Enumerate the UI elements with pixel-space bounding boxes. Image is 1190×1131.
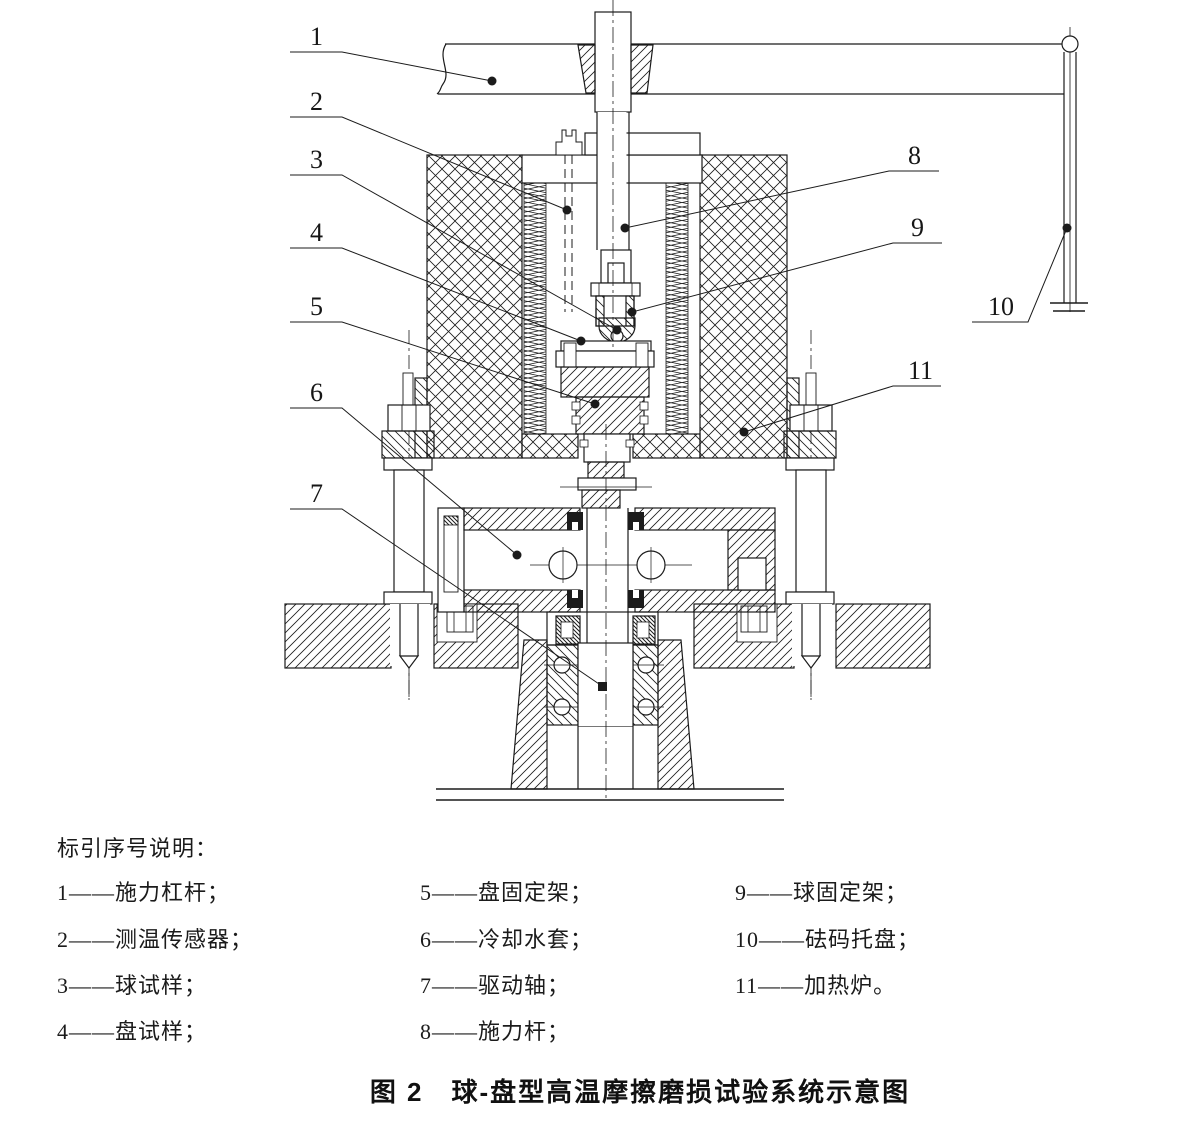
callout-1-force-lever (290, 51, 497, 86)
fulcrum-wedge-left (577, 44, 596, 94)
legend-item-3: 3——球试样； (57, 973, 208, 998)
figure-caption: 图 2 球-盘型高温摩擦磨损试验系统示意图 (369, 1077, 911, 1107)
fulcrum-wedge-right (630, 44, 654, 94)
callout-label-5: 5 (310, 292, 323, 321)
callout-2-temperature-sensor (290, 116, 572, 215)
callouts (290, 51, 1072, 691)
legend-item-8: 8——施力杆； (420, 1019, 571, 1044)
callout-10-weight-tray (972, 223, 1072, 323)
callout-4-disk-specimen (290, 247, 586, 346)
weight-tray-hanger (1050, 27, 1088, 312)
shaft-seals (567, 512, 644, 608)
coupling-disc (577, 477, 637, 491)
callout-label-9: 9 (911, 213, 924, 242)
heating-coil-right (665, 182, 689, 435)
callout-7-drive-shaft (290, 508, 607, 691)
legend-item-9: 9——球固定架； (735, 880, 909, 905)
callout-8-force-rod (620, 170, 939, 233)
heating-coil-left (523, 182, 547, 435)
callout-label-8: 8 (908, 141, 921, 170)
force-lever (436, 43, 1064, 95)
callout-label-2: 2 (310, 87, 323, 116)
legend-item-11: 11——加热炉。 (735, 973, 897, 998)
callout-label-6: 6 (310, 378, 323, 407)
callout-3-ball-specimen (290, 174, 622, 335)
clamp-bolt-right (635, 342, 649, 368)
legend-item-2: 2——测温传感器； (57, 927, 254, 952)
legend-item-5: 5——盘固定架； (420, 880, 594, 905)
drive-shaft-assembly (436, 508, 784, 801)
support-column-right (783, 330, 837, 700)
callout-label-7: 7 (310, 479, 323, 508)
callout-numbers: 1 2 3 4 5 6 7 8 9 10 11 (310, 22, 1014, 508)
center-axis (605, 0, 614, 800)
clamp-bolt-left (563, 342, 577, 368)
callout-9-ball-fixture (627, 242, 942, 317)
callout-5-disk-fixture (290, 321, 600, 409)
callout-label-4: 4 (310, 218, 323, 247)
callout-label-10: 10 (988, 292, 1014, 321)
cooling-water-jacket (437, 507, 776, 613)
housing-wall-right (657, 639, 695, 790)
callout-6-cooling-jacket (290, 407, 522, 560)
break-line (436, 43, 447, 95)
legend-item-10: 10——砝码托盘； (735, 927, 921, 952)
callout-label-1: 1 (310, 22, 323, 51)
callout-label-3: 3 (310, 145, 323, 174)
disk-fixture (555, 340, 655, 509)
callout-11-heating-furnace (739, 385, 941, 437)
legend-item-1: 1——施力杠杆； (57, 880, 231, 905)
legend-item-7: 7——驱动轴； (420, 973, 571, 998)
temperature-sensor (555, 129, 583, 312)
support-column-left (381, 330, 435, 700)
legend-item-6: 6——冷却水套； (420, 927, 594, 952)
schematic-drawing: 1 2 3 4 5 6 7 8 9 10 11 (284, 0, 1088, 801)
legend-item-4: 4——盘试样； (57, 1019, 208, 1044)
legend-title: 标引序号说明： (57, 836, 219, 861)
callout-label-11: 11 (908, 356, 933, 385)
